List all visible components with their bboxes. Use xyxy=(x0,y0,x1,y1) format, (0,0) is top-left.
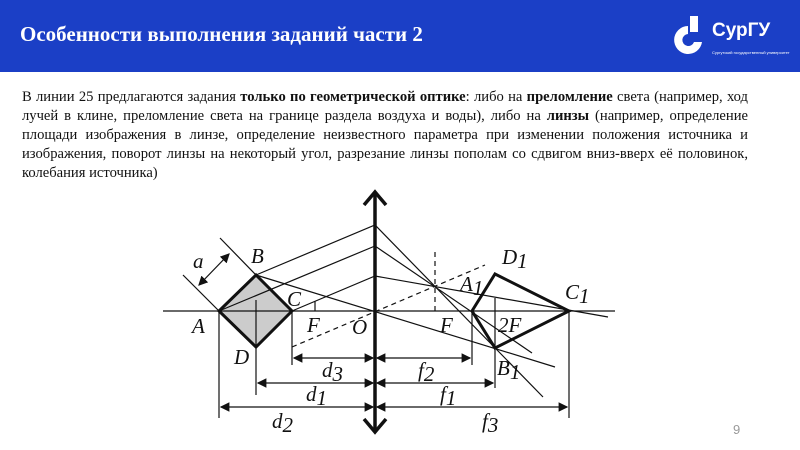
text: В линии 25 предлагаются задания xyxy=(22,89,241,105)
slide-header: Особенности выполнения заданий части 2 С… xyxy=(0,0,800,72)
label-D: D xyxy=(233,345,249,369)
surgu-logo-icon xyxy=(674,16,702,54)
body-paragraph: В линии 25 предлагаются задания только п… xyxy=(22,88,748,183)
label-F-left: F xyxy=(306,313,320,337)
bold-text: линзы xyxy=(546,108,590,124)
logo-subtitle: Сургутский государственный университет xyxy=(712,50,790,55)
logo-name: СурГУ xyxy=(712,20,771,41)
label-C: C xyxy=(287,287,302,311)
diagram-labels: a B C A D F O F 2F D1 A1 C1 B1 d3 f2 d1 … xyxy=(190,244,590,437)
label-f1: f1 xyxy=(440,382,456,410)
bold-text: только по геометрической оптике xyxy=(240,89,466,105)
bold-text: преломление xyxy=(526,89,613,105)
label-O: O xyxy=(352,315,367,339)
page-number: 9 xyxy=(733,422,741,437)
label-d2: d2 xyxy=(272,409,294,437)
label-B1: B1 xyxy=(497,356,520,384)
label-A: A xyxy=(190,314,205,338)
text: света (например, ход лучей в клине, прел… xyxy=(22,89,748,124)
surgu-logo: СурГУ Сургутский государственный универс… xyxy=(668,12,793,62)
text: : либо на xyxy=(465,89,527,105)
label-B: B xyxy=(251,244,264,268)
label-2F: 2F xyxy=(498,313,522,337)
label-d1: d1 xyxy=(306,382,327,410)
label-A1: A1 xyxy=(458,272,483,300)
label-D1: D1 xyxy=(501,245,528,273)
label-a: a xyxy=(193,249,204,273)
label-F-right: F xyxy=(439,313,453,337)
label-f3: f3 xyxy=(482,409,498,437)
label-C1: C1 xyxy=(565,280,590,308)
slide-title: Особенности выполнения заданий части 2 xyxy=(20,22,423,46)
label-f2: f2 xyxy=(418,358,435,386)
text: (например, определение площади изображен… xyxy=(22,108,748,181)
label-d3: d3 xyxy=(322,358,343,386)
